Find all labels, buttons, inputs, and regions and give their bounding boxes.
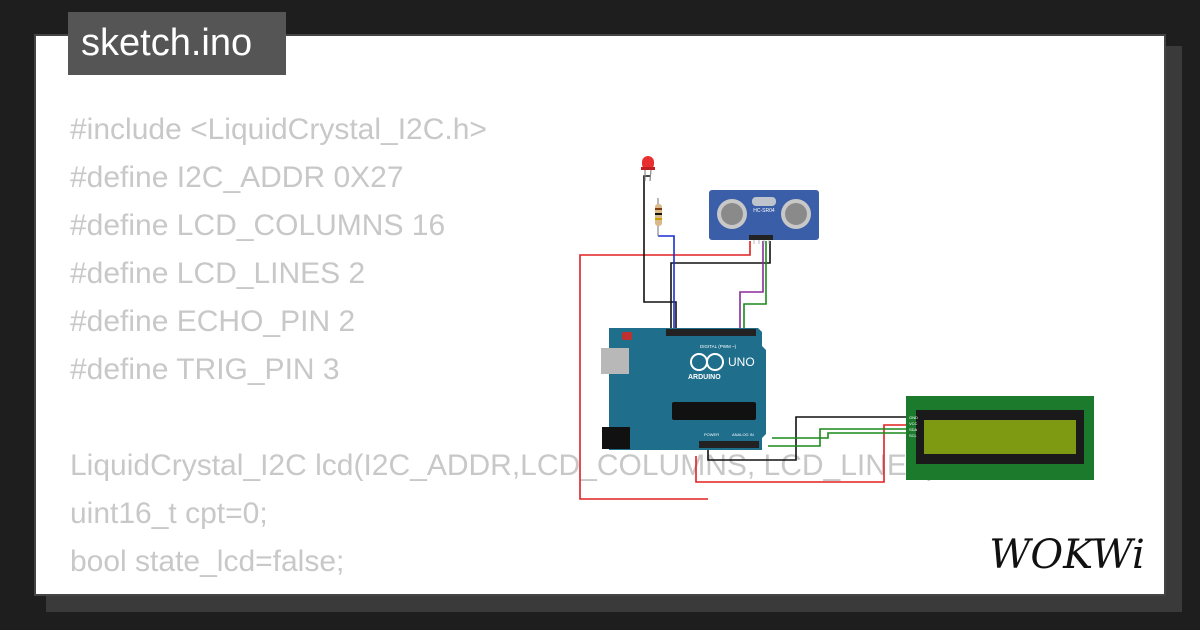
code-line: uint16_t cpt=0; xyxy=(70,497,268,530)
code-line: #define LCD_COLUMNS 16 xyxy=(70,209,446,242)
power-label: POWER xyxy=(704,432,719,437)
code-line: #define TRIG_PIN 3 xyxy=(70,353,340,386)
code-line: #define I2C_ADDR 0X27 xyxy=(70,161,404,194)
analog-label: ANALOG IN xyxy=(732,432,754,437)
project-card[interactable]: #include <LiquidCrystal_I2C.h> #define I2… xyxy=(34,34,1166,596)
code-line: #include <LiquidCrystal_I2C.h> xyxy=(70,113,487,146)
arduino-uno-board[interactable]: UNO ARDUINO DIGITAL (PWM ~) POWER ANALOG… xyxy=(601,328,766,450)
lcd-pin-label: GND xyxy=(909,415,918,420)
blue-wire xyxy=(658,235,675,336)
black-wire-lcd xyxy=(707,416,908,461)
purple-wire xyxy=(739,241,764,336)
code-line: #define ECHO_PIN 2 xyxy=(70,305,356,338)
sensor-label: HC-SR04 xyxy=(753,208,775,214)
wires xyxy=(579,175,908,500)
code-line: bool state_lcd=false; xyxy=(70,545,345,578)
lcd-pin-label: SDA xyxy=(909,427,918,432)
wokwi-logo-text: WOKWi xyxy=(989,532,1145,578)
red-wire-lcd xyxy=(695,424,908,483)
code-preview: #include <LiquidCrystal_I2C.h> #define I2… xyxy=(70,106,946,594)
red-led[interactable] xyxy=(641,156,655,182)
circuit-diagram: HC-SR04 UNO ARDUINO DIGITAL (PWM ~) POWE… xyxy=(579,156,1094,500)
lcd-display[interactable]: GND VCC SDA SCL xyxy=(906,396,1094,480)
code-line: LiquidCrystal_I2C lcd(I2C_ADDR,LCD_COLUM… xyxy=(70,449,946,482)
resistor[interactable] xyxy=(655,198,662,236)
code-line: void setup() { xyxy=(70,586,945,594)
ultrasonic-sensor[interactable]: HC-SR04 xyxy=(709,190,819,244)
wokwi-logo: WOKWi xyxy=(989,532,1145,578)
arduino-model: UNO xyxy=(728,355,755,369)
black-wire-led xyxy=(643,175,677,336)
code-line: #define LCD_LINES 2 xyxy=(70,257,366,290)
red-wire xyxy=(579,241,751,500)
green-wire-sensor xyxy=(743,241,767,336)
file-tab[interactable]: sketch.ino xyxy=(68,12,286,75)
lcd-pin-label: VCC xyxy=(909,421,918,426)
arduino-brand: ARDUINO xyxy=(688,374,721,381)
lcd-pin-label: SCL xyxy=(909,433,918,438)
digital-header-label: DIGITAL (PWM ~) xyxy=(700,344,737,349)
green-wire-scl xyxy=(772,432,908,439)
